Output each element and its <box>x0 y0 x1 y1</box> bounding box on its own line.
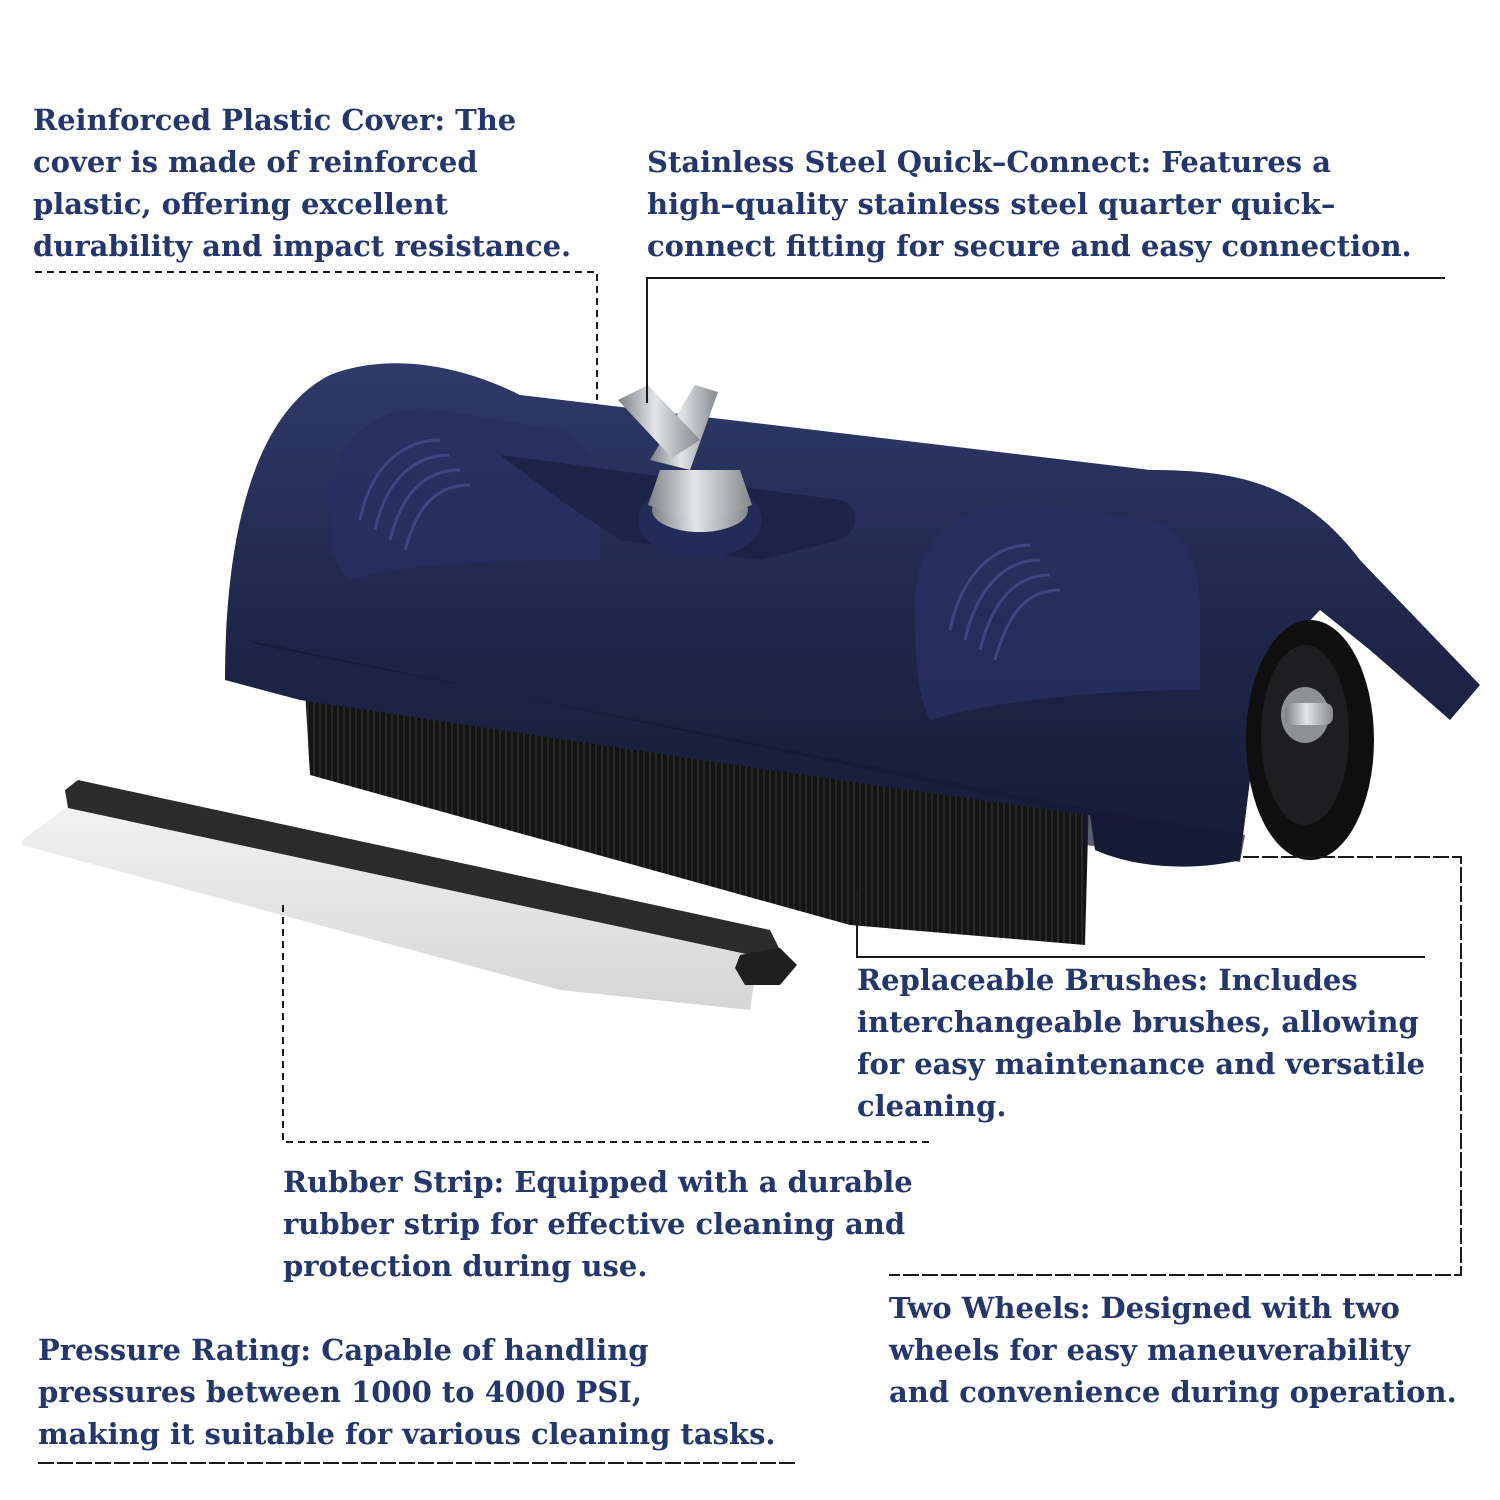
wheel <box>1246 620 1374 860</box>
callout-two-wheels: Two Wheels: Designed with two wheels for… <box>889 1291 1457 1409</box>
rubber-strip <box>22 780 797 1010</box>
quick-connect-fitting <box>618 385 752 532</box>
reinforced-plastic-cover <box>225 363 1480 867</box>
callout-quick-connect: Stainless Steel Quick–Connect: Features … <box>647 145 1412 263</box>
callout-replaceable-brushes: Replaceable Brushes: Includes interchang… <box>857 963 1426 1123</box>
callout-pressure-rating: Pressure Rating: Capable of handling pre… <box>38 1333 776 1451</box>
leader-lines <box>35 271 1462 1464</box>
callout-plastic-cover: Reinforced Plastic Cover: The cover is m… <box>33 103 572 263</box>
callout-rubber-strip: Rubber Strip: Equipped with a durable ru… <box>283 1165 913 1283</box>
